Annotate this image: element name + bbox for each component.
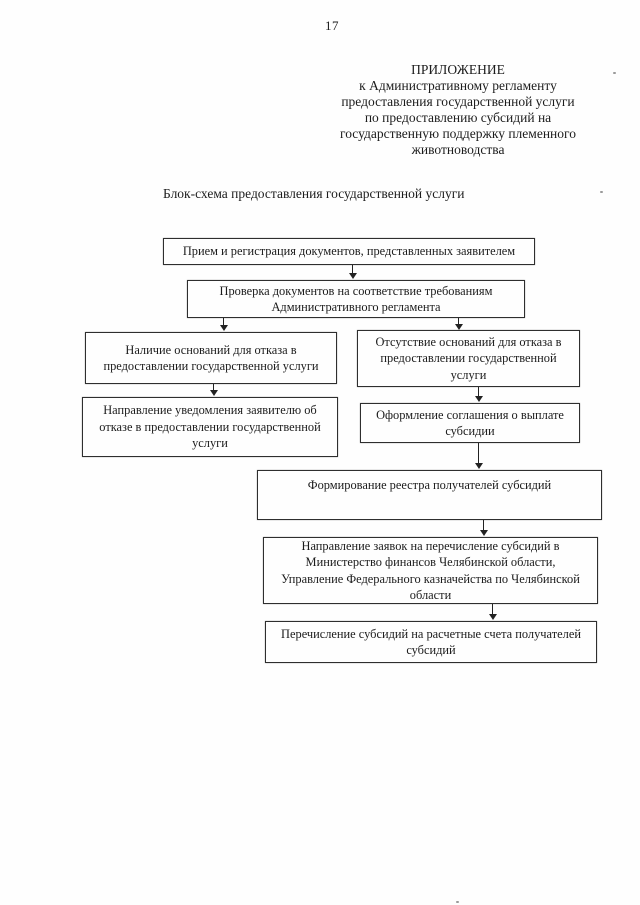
down-arrow-check-to-grounds-present xyxy=(219,318,228,331)
diagram-title: Блок-схема предоставления государственно… xyxy=(163,186,465,201)
flow-node-transfer: Перечисление субсидий на расчетные счета… xyxy=(265,621,597,663)
page-number: 17 xyxy=(325,18,339,33)
appendix-heading: ПРИЛОЖЕНИЕ к Административному регламент… xyxy=(340,62,576,157)
down-arrow-requests-to-transfer xyxy=(488,604,497,620)
down-arrow-reception-to-check xyxy=(348,265,357,279)
flow-node-registry: Формирование реестра получателей субсиди… xyxy=(257,470,602,520)
down-arrow-grounds-present-to-refusal-notice xyxy=(209,384,218,396)
flow-node-refusal-notice: Направление уведомления заявителю об отк… xyxy=(82,397,338,457)
flow-node-grounds-present: Наличие оснований для отказа в предостав… xyxy=(85,332,337,384)
scan-speck xyxy=(600,191,603,193)
down-arrow-registry-to-requests xyxy=(479,520,488,536)
flow-node-reception: Прием и регистрация документов, представ… xyxy=(163,238,535,265)
flow-node-grounds-absent: Отсутствие оснований для отказа в предос… xyxy=(357,330,580,387)
flow-node-agreement: Оформление соглашения о выплате субсидии xyxy=(360,403,580,443)
down-arrow-agreement-to-registry xyxy=(474,443,483,469)
scan-speck xyxy=(456,901,459,903)
scan-speck xyxy=(613,72,616,74)
down-arrow-check-to-grounds-absent xyxy=(454,318,463,330)
flow-node-check: Проверка документов на соответствие треб… xyxy=(187,280,525,318)
flow-node-requests: Направление заявок на перечисление субси… xyxy=(263,537,598,604)
down-arrow-grounds-absent-to-agreement xyxy=(474,387,483,402)
